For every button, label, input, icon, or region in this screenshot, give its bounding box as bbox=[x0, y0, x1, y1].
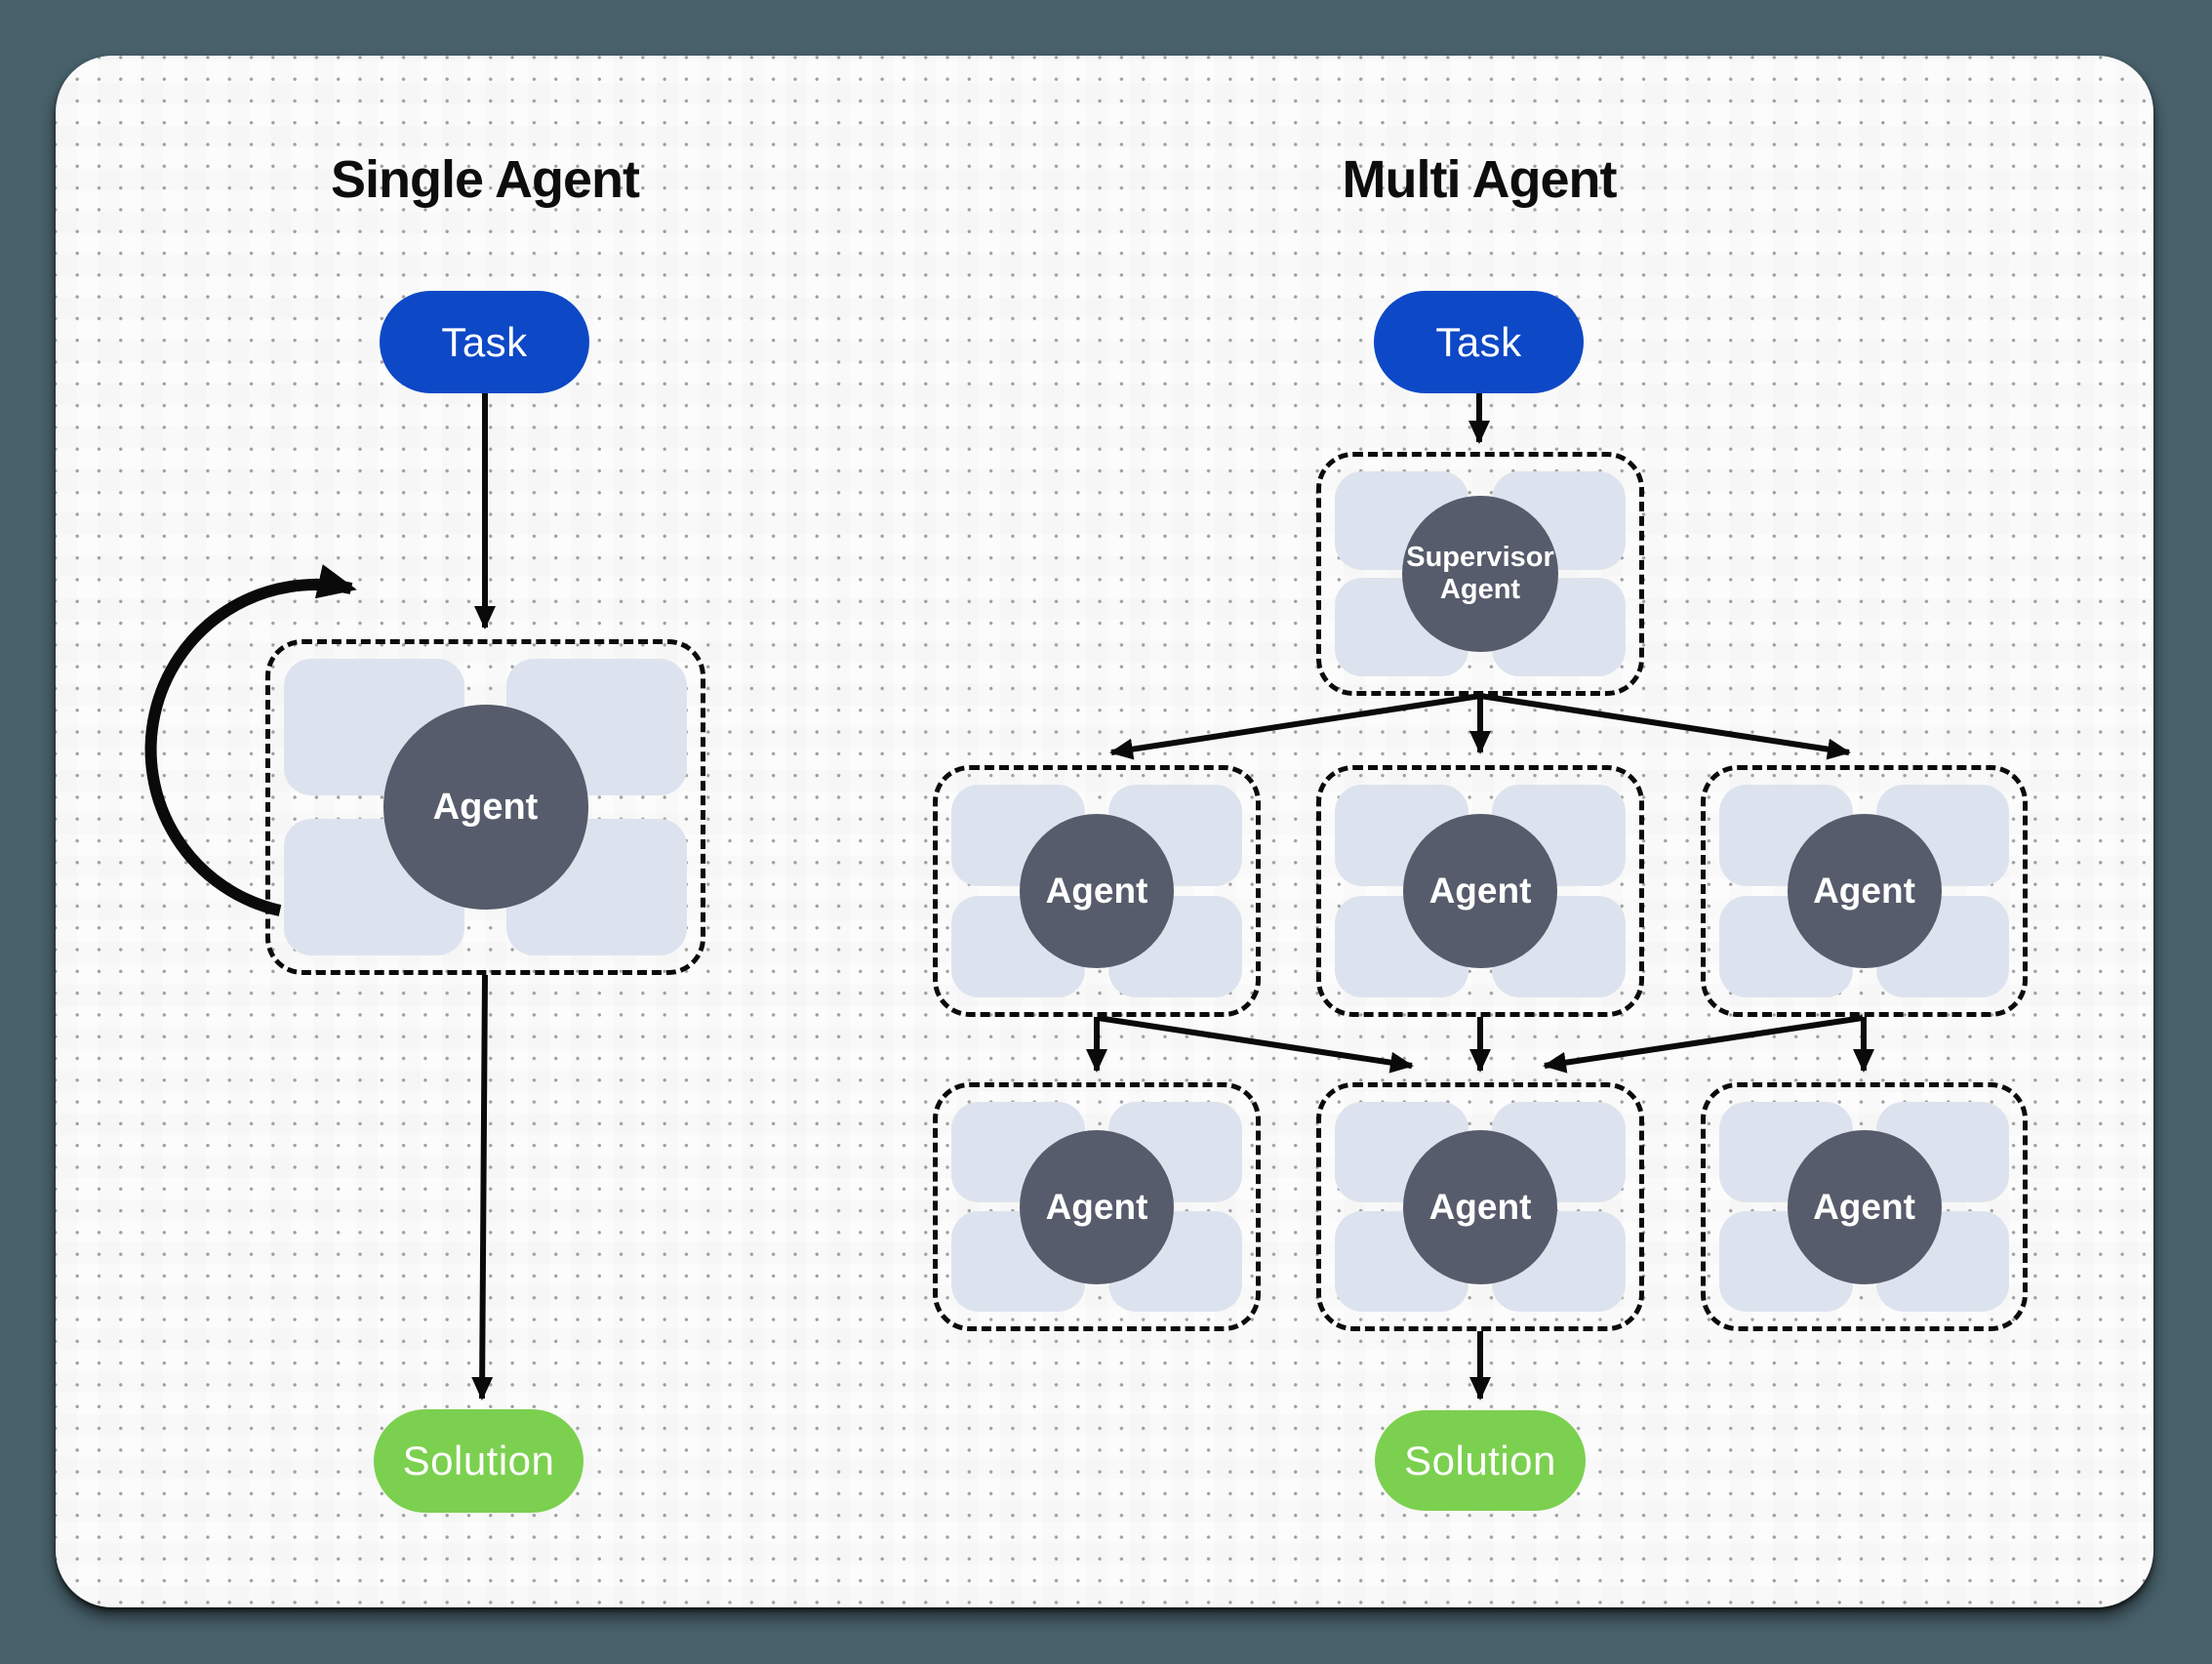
arrow-supervisor-to-agent3 bbox=[1479, 693, 1851, 760]
worker-agent-box-4: Agent bbox=[933, 1082, 1261, 1331]
supervisor-agent-box: Supervisor Agent bbox=[1316, 452, 1644, 696]
worker-agent-box-6: Agent bbox=[1701, 1082, 2028, 1331]
single-solution-label: Solution bbox=[402, 1438, 555, 1483]
multi-task-pill: Task bbox=[1374, 291, 1584, 393]
worker-agent-label-1: Agent bbox=[1045, 871, 1148, 911]
multi-solution-label: Solution bbox=[1404, 1437, 1556, 1483]
worker-agent-label-5: Agent bbox=[1428, 1186, 1532, 1227]
worker-agent-node-1: Agent bbox=[1020, 814, 1174, 968]
worker-agent-box-2: Agent bbox=[1316, 765, 1644, 1017]
arrow-agent-to-solution bbox=[471, 974, 494, 1400]
worker-agent-box-1: Agent bbox=[933, 765, 1261, 1017]
worker-agent-node-5: Agent bbox=[1403, 1129, 1557, 1284]
worker-agent-label-2: Agent bbox=[1428, 871, 1532, 911]
single-solution-pill: Solution bbox=[374, 1409, 583, 1513]
single-agent-label: Agent bbox=[432, 786, 539, 828]
single-task-pill: Task bbox=[380, 291, 589, 393]
supervisor-label-line2: Agent bbox=[1439, 574, 1521, 605]
multi-agent-title: Multi Agent bbox=[1342, 150, 1618, 209]
diagram-canvas: Single Agent Multi Agent Task Agent Solu… bbox=[56, 56, 2153, 1607]
worker-agent-node-2: Agent bbox=[1403, 814, 1557, 968]
multi-solution-pill: Solution bbox=[1375, 1410, 1586, 1511]
arrow-agent1-to-agent5 bbox=[1097, 1015, 1414, 1074]
worker-agent-label-6: Agent bbox=[1813, 1186, 1915, 1227]
single-task-label: Task bbox=[441, 318, 528, 365]
multi-task-label: Task bbox=[1435, 318, 1522, 365]
worker-agent-box-3: Agent bbox=[1701, 765, 2028, 1017]
worker-agent-label-4: Agent bbox=[1045, 1186, 1148, 1227]
single-agent-node: Agent bbox=[382, 705, 588, 910]
worker-agent-node-6: Agent bbox=[1787, 1129, 1942, 1284]
supervisor-label-line1: Supervisor bbox=[1406, 542, 1554, 573]
single-agent-title: Single Agent bbox=[330, 150, 640, 209]
supervisor-agent-node: Supervisor Agent bbox=[1402, 496, 1558, 652]
worker-agent-node-4: Agent bbox=[1020, 1129, 1174, 1284]
arrow-agent3-to-agent5 bbox=[1543, 1015, 1864, 1074]
single-agent-box: Agent bbox=[265, 639, 705, 975]
worker-agent-label-3: Agent bbox=[1813, 871, 1915, 911]
worker-agent-node-3: Agent bbox=[1787, 814, 1942, 968]
worker-agent-box-5: Agent bbox=[1316, 1082, 1644, 1331]
arrow-supervisor-to-agent1 bbox=[1109, 693, 1481, 760]
